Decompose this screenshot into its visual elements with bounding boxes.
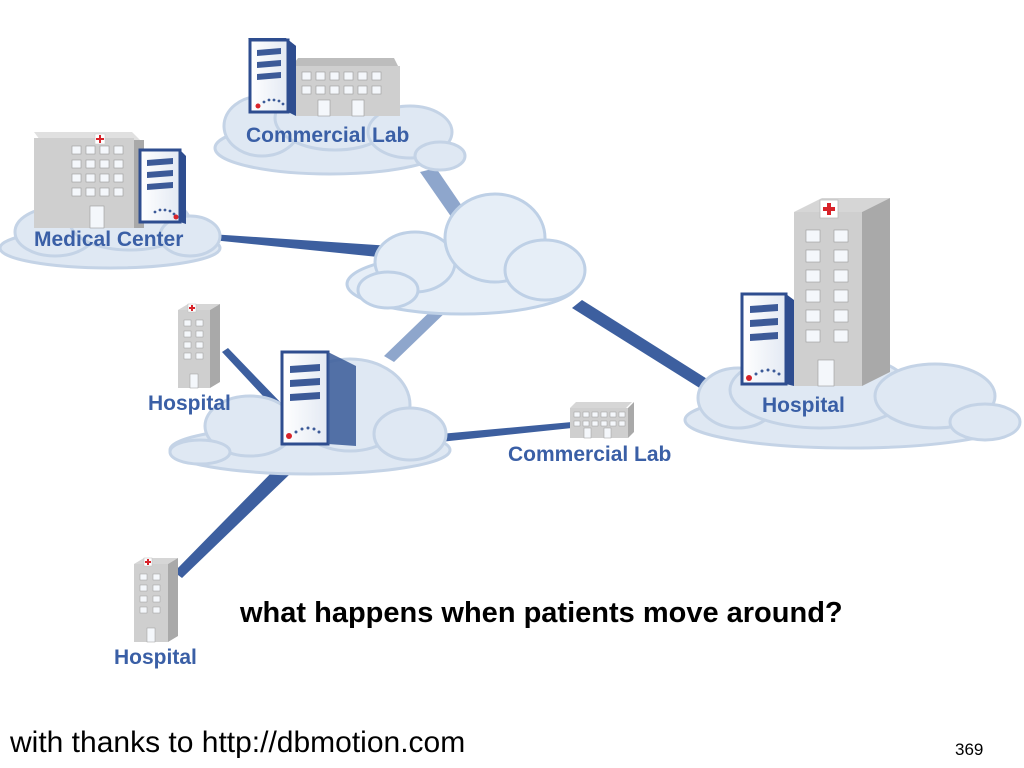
medical-center-building-icon [34, 132, 144, 229]
label-medical-center: Medical Center [34, 228, 184, 251]
medical-center-server-icon [138, 148, 186, 224]
hospital-small-left-red-cross-icon [187, 303, 197, 313]
hospital-bottom-red-cross-icon [143, 557, 153, 567]
label-hospital-bottom: Hospital [114, 646, 197, 669]
link-hub-to-hospital-large [572, 300, 712, 392]
lower-cloud-server-icon [280, 350, 356, 446]
page-number: 369 [955, 740, 984, 759]
label-hospital-large: Hospital [762, 394, 845, 417]
label-commercial-lab-top: Commercial Lab [246, 124, 410, 147]
link-lab-top-to-hub [420, 168, 466, 218]
commercial-lab-top-building-icon [292, 58, 400, 117]
hospital-large-red-cross-icon [819, 199, 839, 219]
link-lower-cloud-to-hospital-bottom [174, 466, 290, 578]
links [174, 168, 712, 578]
label-commercial-lab-mid: Commercial Lab [508, 443, 672, 466]
link-medical-center-to-hub [210, 234, 392, 258]
hospital-large-building-icon [794, 198, 890, 387]
link-hub-to-lower-cloud [384, 302, 452, 362]
question-text: what happens when patients move around? [240, 597, 843, 629]
label-hospital-small-left: Hospital [148, 392, 231, 415]
cloud-hub [345, 192, 587, 316]
commercial-lab-mid-building-icon [570, 402, 634, 439]
credit-text: with thanks to http://dbmotion.com [10, 726, 466, 759]
medical-center-red-cross-icon [94, 133, 106, 145]
commercial-lab-top-server-icon [248, 38, 296, 116]
link-lower-cloud-to-lab-mid [440, 422, 572, 442]
hospital-bottom-building-icon [134, 558, 178, 643]
link-hospital-small-to-server [222, 348, 282, 410]
hospital-large-server-icon [740, 292, 794, 386]
hospital-small-left-building-icon [178, 304, 220, 389]
